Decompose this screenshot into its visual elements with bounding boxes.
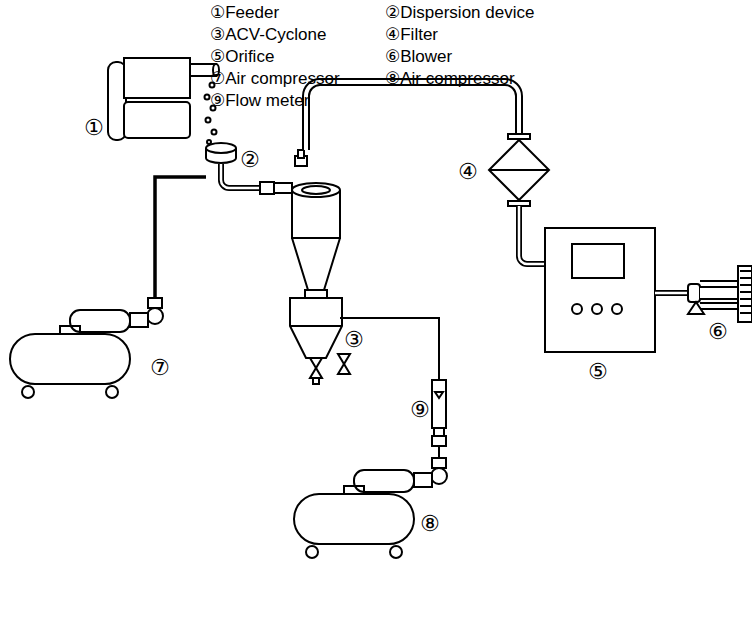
callout-number: ⑧ — [420, 512, 440, 536]
legend-key-item: ⑧Air compressor — [385, 70, 515, 89]
callout-number: ④ — [458, 160, 478, 184]
legend-key-item: ⑥Blower — [385, 48, 452, 67]
callout-number: ⑤ — [588, 360, 608, 384]
dispersion-device — [206, 143, 236, 163]
callout-number: ① — [84, 116, 104, 140]
callout-number: ② — [240, 148, 260, 172]
legend-key-item: ①Feeder — [210, 4, 279, 23]
legend-key-item: ③ACV-Cyclone — [210, 26, 326, 45]
air-compressor — [294, 446, 447, 558]
callout-number: ⑥ — [708, 320, 728, 344]
legend-key-item: ②Dispersion device — [385, 4, 534, 23]
orifice-unit — [545, 228, 655, 352]
blower — [688, 266, 752, 322]
callout-number: ③ — [344, 328, 364, 352]
feeder — [108, 58, 219, 144]
legend-key-item: ⑤Orifice — [210, 48, 274, 67]
flow-meter — [432, 380, 446, 446]
legend-key-item: ⑦Air compressor — [210, 70, 340, 89]
callout-number: ⑨ — [410, 398, 430, 422]
legend-key-item: ④Filter — [385, 26, 438, 45]
air-compressor — [10, 298, 163, 398]
filter — [489, 134, 549, 206]
callout-number: ⑦ — [150, 356, 170, 380]
legend-key-item: ⑨Flow meter — [210, 92, 309, 111]
